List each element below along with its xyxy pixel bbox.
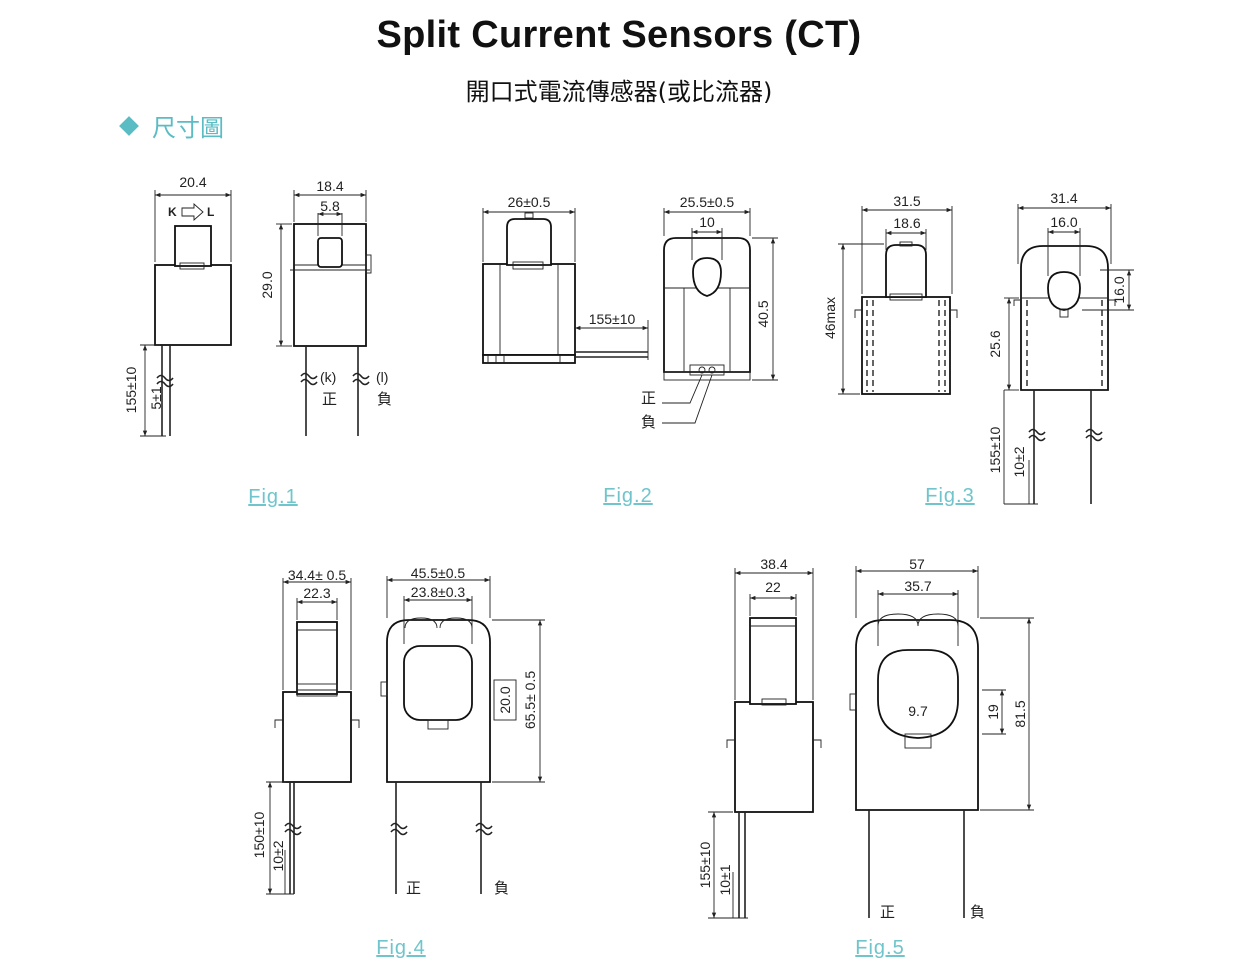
fig2-width-dim: 26±0.5 bbox=[508, 194, 551, 210]
fig1-lead-positive: 正 bbox=[322, 390, 337, 408]
fig4-strip-length-dim: 10±2 bbox=[270, 840, 286, 871]
fig1-window-dim: 5.8 bbox=[320, 198, 340, 214]
fig3-body-height-dim: 25.6 bbox=[987, 330, 1003, 357]
figure-4: 34.4± 0.5 22.3 150±10 10±2 45.5±0.5 23.8… bbox=[251, 565, 545, 959]
fig2-side-width-dim: 25.5±0.5 bbox=[680, 194, 735, 210]
fig1-lead-length-dim: 155±10 bbox=[123, 366, 139, 413]
fig1-arrow-k: K bbox=[168, 205, 177, 219]
fig5-slot-dim: 9.7 bbox=[908, 703, 928, 719]
fig4-window-dim: 22.3 bbox=[303, 585, 330, 601]
fig3-height-dim: 46max bbox=[822, 297, 838, 339]
section-heading: 尺寸圖 bbox=[119, 108, 224, 143]
fig5-width-dim: 38.4 bbox=[760, 556, 787, 572]
fig5-height-dim: 81.5 bbox=[1012, 700, 1028, 727]
fig4-height-dim: 65.5± 0.5 bbox=[522, 671, 538, 729]
fig2-lead-positive: 正 bbox=[641, 389, 656, 407]
fig4-window-dim-side: 20.0 bbox=[497, 686, 513, 713]
fig1-strip-length-dim: 5±1 bbox=[148, 386, 164, 409]
fig4-label: Fig.4 bbox=[376, 937, 425, 959]
fig4-lead-positive: 正 bbox=[406, 879, 421, 897]
fig5-window-dim-top: 35.7 bbox=[904, 578, 931, 594]
section-label: 尺寸圖 bbox=[152, 114, 224, 142]
fig2-lead-length-dim: 155±10 bbox=[589, 311, 636, 327]
fig5-lead-positive: 正 bbox=[880, 903, 895, 921]
page-title: Split Current Sensors (CT) bbox=[376, 14, 862, 56]
fig3-label: Fig.3 bbox=[925, 485, 974, 507]
fig4-width-dim: 34.4± 0.5 bbox=[288, 567, 346, 583]
fig3-window-dim-top: 16.0 bbox=[1050, 214, 1077, 230]
fig1-lead-l: (l) bbox=[376, 369, 388, 385]
figure-2: 155±10 26±0.5 25.5±0.5 10 40.5 正 負 Fig.2 bbox=[482, 194, 778, 507]
fig2-height-dim: 40.5 bbox=[755, 300, 771, 327]
fig1-label: Fig.1 bbox=[248, 486, 297, 508]
figure-1: 20.4 K L 155±10 5±1 18.4 5.8 29.0 bbox=[123, 174, 392, 508]
fig5-window-dim-side: 19 bbox=[985, 704, 1001, 720]
fig5-side-width-dim: 57 bbox=[909, 556, 925, 572]
fig1-side-width-dim: 18.4 bbox=[316, 178, 343, 194]
fig5-lead-negative: 負 bbox=[970, 903, 985, 921]
fig1-arrow-icon bbox=[181, 202, 204, 222]
figure-5: 38.4 22 155±10 10±1 9.7 57 35.7 19 bbox=[697, 556, 1034, 959]
fig3-strip-length-dim: 10±2 bbox=[1011, 446, 1027, 477]
fig1-height-dim: 29.0 bbox=[259, 271, 275, 298]
fig2-label: Fig.2 bbox=[603, 485, 652, 507]
fig5-lead-length-dim: 155±10 bbox=[697, 841, 713, 888]
page-subtitle: 開口式電流傳感器(或比流器) bbox=[465, 78, 773, 106]
fig2-lead-negative: 負 bbox=[641, 413, 656, 431]
fig1-lead-negative: 負 bbox=[377, 390, 392, 408]
fig3-lead-length-dim: 155±10 bbox=[987, 426, 1003, 473]
fig1-arrow-l: L bbox=[207, 205, 214, 219]
figure-3: 31.5 18.6 46max 31.4 16.0 16.0 25.6 bbox=[822, 190, 1134, 507]
fig5-strip-length-dim: 10±1 bbox=[717, 864, 733, 895]
fig3-width-dim: 31.5 bbox=[893, 193, 920, 209]
fig1-lead-k: (k) bbox=[320, 369, 336, 385]
fig5-window-dim: 22 bbox=[765, 579, 781, 595]
fig2-window-dim: 10 bbox=[699, 214, 715, 230]
fig3-window-dim: 18.6 bbox=[893, 215, 920, 231]
fig5-label: Fig.5 bbox=[855, 937, 904, 959]
fig4-window-dim-top: 23.8±0.3 bbox=[411, 584, 466, 600]
fig3-side-width-dim: 31.4 bbox=[1050, 190, 1077, 206]
fig3-window-dim-side: 16.0 bbox=[1111, 276, 1127, 303]
fig4-lead-length-dim: 150±10 bbox=[251, 811, 267, 858]
fig1-width-dim: 20.4 bbox=[179, 174, 206, 190]
fig4-lead-negative: 負 bbox=[494, 879, 509, 897]
fig4-side-width-dim: 45.5±0.5 bbox=[411, 565, 466, 581]
